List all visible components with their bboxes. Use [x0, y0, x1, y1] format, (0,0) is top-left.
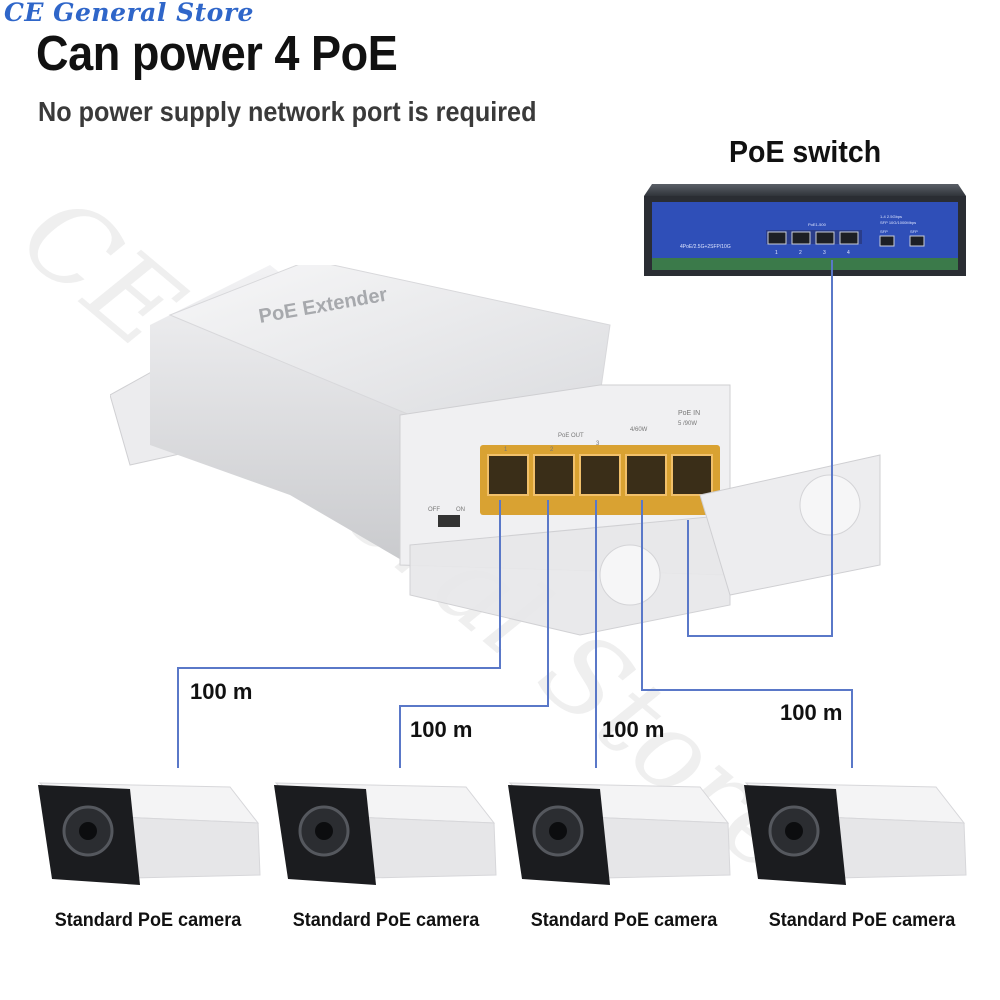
camera-3-lens-core	[549, 822, 567, 840]
switch-base-strip	[652, 258, 958, 270]
switch-top	[644, 184, 966, 196]
camera-3	[508, 782, 731, 885]
camera-2-label: Standard PoE camera	[292, 910, 480, 931]
camera-4	[744, 782, 967, 885]
switch-sfp-label-1: SFP	[880, 229, 888, 234]
camera-1	[38, 782, 261, 885]
switch-port-3	[815, 231, 835, 245]
cable-camera-4	[641, 500, 853, 768]
extender-power-switch	[438, 515, 460, 527]
extender-poe-in-label: PoE IN	[678, 410, 700, 417]
switch-spec-2: SFP 10G/1000Mbps	[880, 220, 916, 225]
switch-model-text: 4PoE/2.5G+2SFP/10G	[680, 244, 731, 250]
camera-4-lens-core	[785, 822, 803, 840]
switch-port-group-label: PoE1-500	[808, 222, 827, 227]
extender-port-in	[671, 454, 713, 496]
distance-label-4: 100 m	[780, 700, 843, 725]
camera-2	[274, 782, 497, 885]
distance-label-3: 100 m	[602, 717, 665, 742]
camera-1-label: Standard PoE camera	[54, 910, 242, 931]
poe-extender-device: PoE Extender PoE OUT PoE IN 5 /90W 4/60W…	[110, 265, 881, 636]
distance-label-1: 100 m	[190, 679, 253, 704]
extender-switch-off: OFF	[428, 507, 440, 513]
extender-port4-label: 4/60W	[630, 427, 648, 433]
extender-poe-in-sub: 5 /90W	[678, 421, 697, 427]
switch-port-num-1: 1	[775, 250, 778, 256]
extender-port-1	[487, 454, 529, 496]
extender-grommet-2	[799, 474, 861, 536]
camera-4-label: Standard PoE camera	[768, 910, 956, 931]
switch-port-bay	[766, 230, 862, 244]
cable-switch-to-extender	[687, 260, 833, 637]
extender-port-2	[533, 454, 575, 496]
camera-2-lens-core	[315, 822, 333, 840]
switch-sfp-label-2: SFP	[910, 229, 918, 234]
extender-lid	[168, 265, 611, 416]
switch-port-num-4: 4	[847, 250, 850, 256]
camera-3-label: Standard PoE camera	[530, 910, 718, 931]
extender-switch-on: ON	[456, 507, 465, 513]
extender-grommet-1	[599, 544, 661, 606]
switch-port-2	[791, 231, 811, 245]
poe-switch-title: PoE switch	[729, 134, 882, 169]
switch-sfp-2	[909, 235, 925, 247]
cable-camera-1	[177, 500, 501, 768]
switch-port-num-2: 2	[799, 250, 802, 256]
cable-camera-2	[399, 500, 549, 768]
extender-port-num-3: 3	[596, 441, 600, 447]
extender-port-4	[625, 454, 667, 496]
switch-spec-1: 1-4 2.5Gbps	[880, 214, 902, 219]
extender-port-num-2: 2	[550, 447, 554, 453]
headline: Can power 4 PoE	[36, 27, 398, 81]
subheadline: No power supply network port is required	[38, 96, 537, 127]
switch-port-4	[839, 231, 859, 245]
extender-poe-out-label: PoE OUT	[558, 433, 584, 439]
switch-sfp-1	[879, 235, 895, 247]
poe-switch-device: 4PoE/2.5G+2SFP/10G PoE1-500 1-4 2.5Gbps …	[644, 184, 966, 276]
extender-port-3	[579, 454, 621, 496]
switch-port-1	[767, 231, 787, 245]
camera-1-lens-core	[79, 822, 97, 840]
store-logo: CE General Store	[4, 0, 254, 27]
extender-cable-cover	[409, 514, 731, 636]
switch-port-num-3: 3	[823, 250, 826, 256]
distance-label-2: 100 m	[410, 717, 473, 742]
extender-port-num-1: 1	[504, 447, 508, 453]
